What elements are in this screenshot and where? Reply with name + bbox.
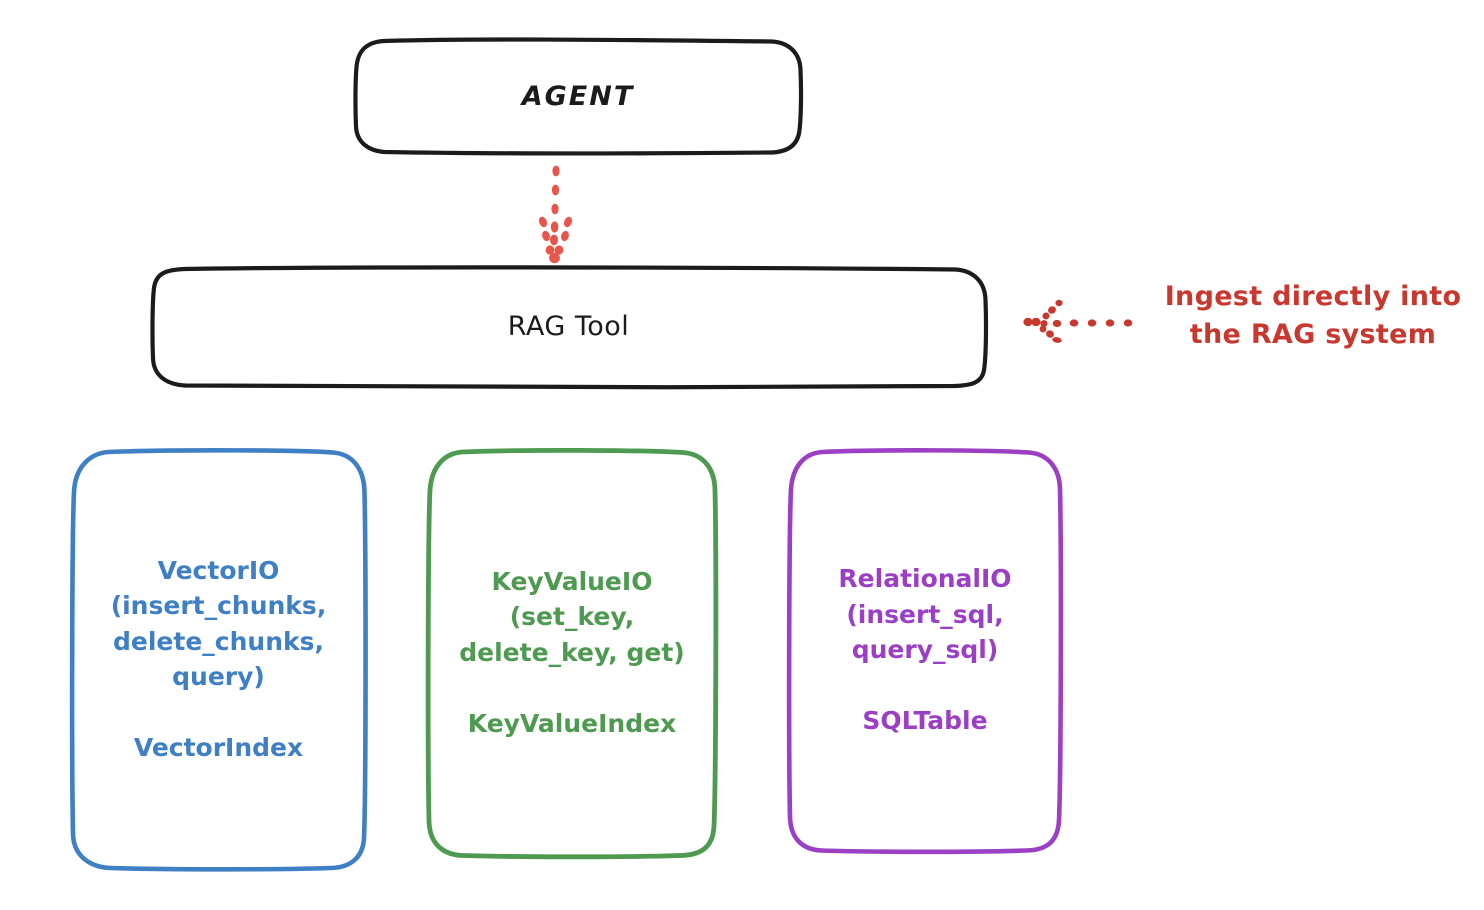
node-relational-io[interactable]: RelationalIO (insert_sql, query_sql) SQL… [790, 450, 1060, 850]
node-relational-io-label: RelationalIO (insert_sql, query_sql) SQL… [838, 564, 1012, 736]
node-vector-io[interactable]: VectorIO (insert_chunks, delete_chunks, … [72, 450, 365, 868]
ingest-annotation-text: Ingest directly into the RAG system [1164, 281, 1462, 351]
agent-to-rag-tool-arrow [538, 165, 573, 264]
ingest-arrow [1023, 299, 1133, 343]
relationalio-box-outline [786, 448, 1064, 855]
node-agent-label: AGENT [521, 80, 635, 112]
vectorio-box-outline [69, 448, 368, 872]
keyvalueio-box-outline [425, 447, 719, 860]
agent-box-outline [353, 37, 804, 156]
rag-tool-box-outline [150, 265, 989, 390]
node-vector-io-label: VectorIO (insert_chunks, delete_chunks, … [110, 555, 327, 763]
node-rag-tool-label: RAG Tool [507, 311, 630, 343]
node-agent[interactable]: AGENT [355, 40, 801, 153]
node-rag-tool[interactable]: RAG Tool [152, 268, 985, 386]
node-key-value-io-label: KeyValueIO (set_key, delete_key, get) Ke… [459, 566, 685, 738]
node-key-value-io[interactable]: KeyValueIO (set_key, delete_key, get) Ke… [428, 450, 716, 855]
